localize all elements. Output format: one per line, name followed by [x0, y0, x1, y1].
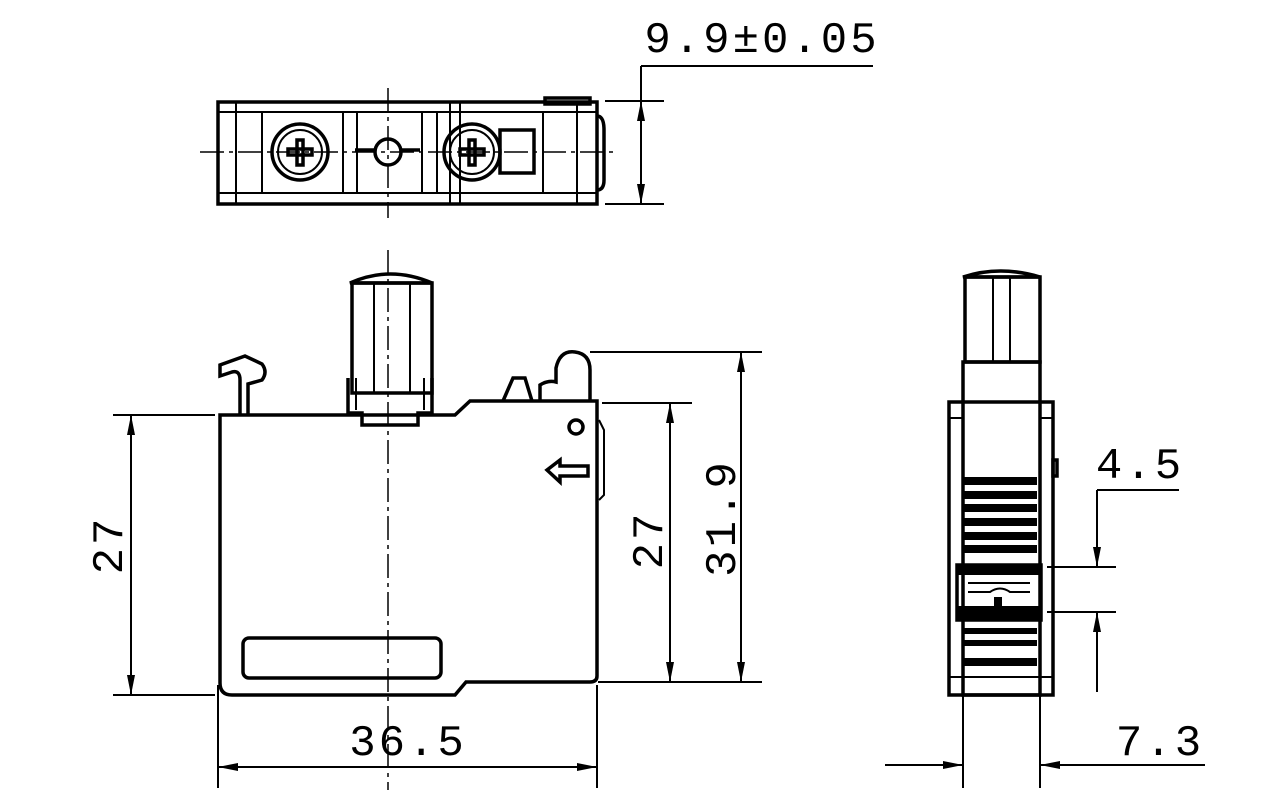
- dim-label-thickness: 9.9±0.05: [644, 16, 879, 66]
- dimension-thickness: 9.9±0.05: [605, 16, 879, 205]
- dimension-right-height: 27: [602, 402, 692, 682]
- dim-label-overall-height: 31.9: [699, 459, 749, 577]
- vent-stripes: [957, 477, 1041, 666]
- top-view: [200, 88, 618, 218]
- dimension-left-height: 27: [86, 414, 215, 696]
- label-window: [241, 636, 443, 680]
- dim-label-terminal-gap: 4.5: [1096, 442, 1184, 492]
- dim-label-right-height: 27: [626, 511, 676, 570]
- dimension-overall-height: 31.9: [590, 351, 762, 683]
- dim-label-width: 36.5: [349, 719, 467, 769]
- plunger: [346, 272, 434, 427]
- dimension-terminal-gap: 4.5: [1047, 442, 1184, 692]
- front-view: [218, 250, 605, 790]
- dim-label-side-width: 7.3: [1116, 719, 1204, 769]
- dim-label-left-height: 27: [86, 516, 136, 575]
- dimension-width: 36.5: [217, 685, 598, 788]
- dimension-side-width: 7.3: [885, 690, 1205, 788]
- side-view: [947, 269, 1059, 697]
- arrow-mark-icon: [544, 456, 590, 486]
